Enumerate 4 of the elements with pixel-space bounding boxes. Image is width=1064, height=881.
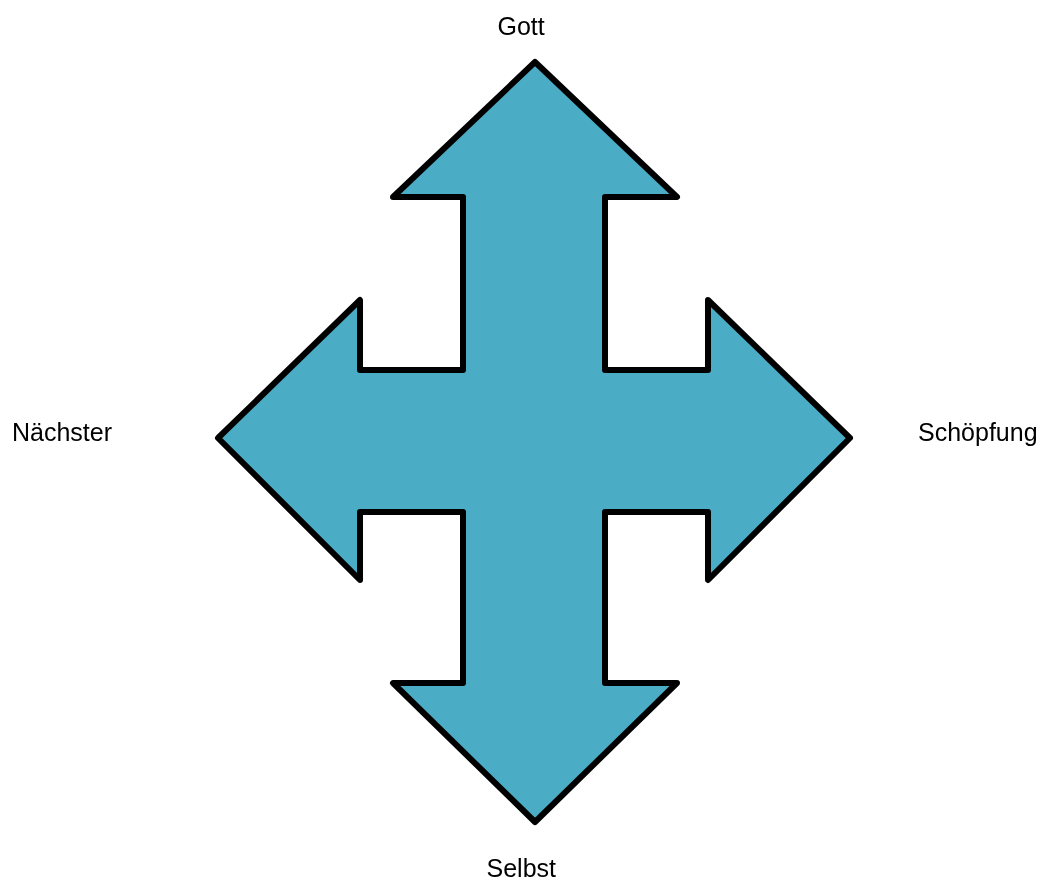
- direction-label: Nächster: [12, 420, 113, 445]
- direction-label: Selbst: [486, 856, 556, 881]
- direction-label: Schöpfung: [918, 420, 1038, 445]
- direction-label: Gott: [497, 14, 545, 39]
